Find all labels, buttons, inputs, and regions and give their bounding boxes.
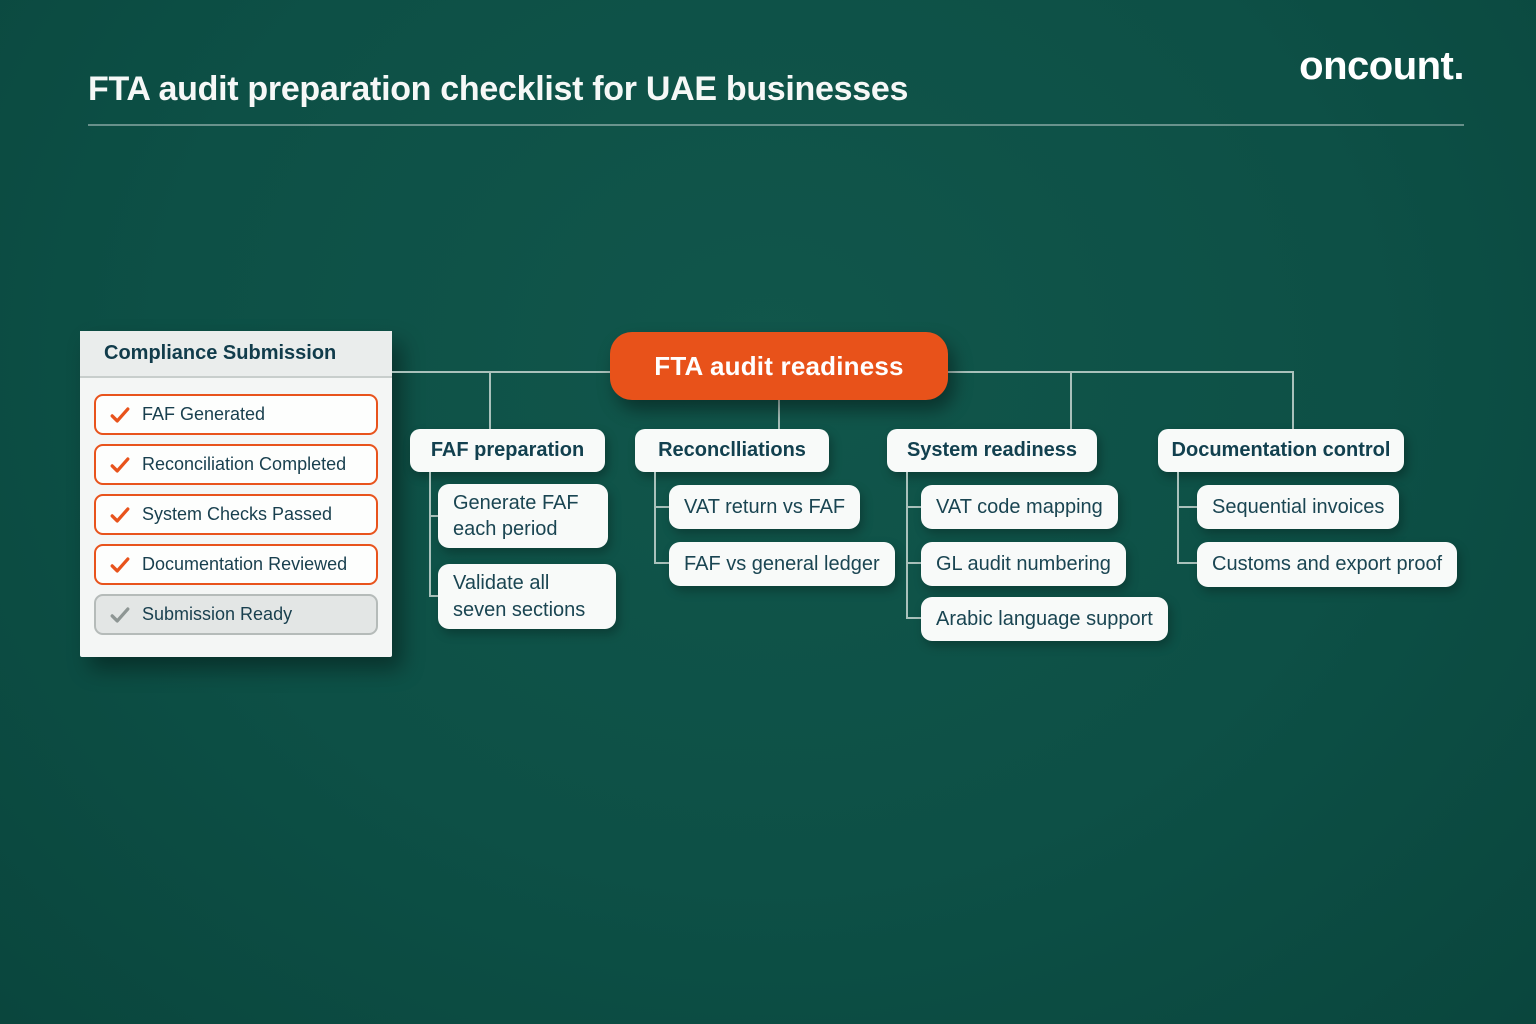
connector-branch1-stub2 xyxy=(429,595,439,597)
checklist-title: Compliance Submission xyxy=(104,342,337,364)
node-faf-vs-general-ledger: FAF vs general ledger xyxy=(669,542,895,586)
compliance-checklist-panel: Compliance Submission FAF Generated Reco… xyxy=(80,331,392,657)
check-icon xyxy=(110,506,130,523)
title-divider xyxy=(88,124,1464,126)
checklist-item-faf-generated: FAF Generated xyxy=(94,394,378,435)
checklist-item-documentation-reviewed: Documentation Reviewed xyxy=(94,544,378,585)
node-sequential-invoices: Sequential invoices xyxy=(1197,485,1400,529)
check-icon xyxy=(110,406,130,423)
root-node-fta-audit-readiness: FTA audit readiness xyxy=(610,332,948,400)
node-label: Sequential invoices xyxy=(1212,495,1385,518)
connector-branch4-stub2 xyxy=(1177,562,1199,564)
connector-branch3-stub1 xyxy=(906,506,922,508)
check-icon xyxy=(110,456,130,473)
checklist-list: FAF Generated Reconciliation Completed S… xyxy=(80,378,392,635)
checklist-item-system-checks-passed: System Checks Passed xyxy=(94,494,378,535)
root-node-label: FTA audit readiness xyxy=(654,350,904,381)
connector-branch1-spine xyxy=(429,472,431,596)
connector-branch1-stub1 xyxy=(429,515,439,517)
node-label: VAT code mapping xyxy=(936,495,1103,518)
connector-branch4-spine xyxy=(1177,472,1179,564)
node-customs-and-export-proof: Customs and export proof xyxy=(1197,542,1458,587)
connector-branch2-stub2 xyxy=(654,562,670,564)
connector-branch4-stub1 xyxy=(1177,506,1199,508)
node-vat-return-vs-faf: VAT return vs FAF xyxy=(669,485,861,529)
node-vat-code-mapping: VAT code mapping xyxy=(921,485,1118,529)
branch-label: FAF preparation xyxy=(430,439,585,461)
branch-label: Documentation control xyxy=(1171,439,1391,461)
checklist-item-label: System Checks Passed xyxy=(142,504,333,524)
brand-logo: oncount. xyxy=(1299,44,1464,88)
node-arabic-language-support: Arabic language support xyxy=(921,597,1168,641)
checklist-item-reconciliation-completed: Reconciliation Completed xyxy=(94,444,378,485)
node-gl-audit-numbering: GL audit numbering xyxy=(921,542,1126,586)
node-generate-faf-each-period: Generate FAF each period xyxy=(438,484,608,548)
connector-drop-branch4 xyxy=(1292,371,1294,429)
branch-header-documentation-control: Documentation control xyxy=(1158,429,1404,472)
page-title: FTA audit preparation checklist for UAE … xyxy=(88,70,909,108)
branch-header-reconciliations: Reconclliations xyxy=(635,429,829,472)
connector-branch3-stub2 xyxy=(906,562,922,564)
checklist-item-label: Documentation Reviewed xyxy=(142,554,348,574)
checklist-item-submission-ready: Submission Ready xyxy=(94,594,378,635)
connector-drop-branch1 xyxy=(489,371,491,429)
node-label: GL audit numbering xyxy=(936,552,1111,575)
connector-branch3-stub3 xyxy=(906,617,922,619)
connector-drop-branch2 xyxy=(778,400,780,429)
node-label: Customs and export proof xyxy=(1212,553,1443,576)
branch-header-system-readiness: System readiness xyxy=(887,429,1097,472)
checklist-item-label: Reconciliation Completed xyxy=(142,454,347,474)
branch-label: Reconclliations xyxy=(658,439,806,461)
connector-branch2-stub1 xyxy=(654,506,670,508)
connector-trunk-left xyxy=(392,371,610,373)
branch-header-faf-preparation: FAF preparation xyxy=(410,429,605,472)
node-validate-all-seven-sections: Validate all seven sections xyxy=(438,564,616,629)
check-icon xyxy=(110,556,130,573)
connector-trunk-right xyxy=(948,371,1294,373)
checklist-item-label: Submission Ready xyxy=(142,604,293,624)
check-icon xyxy=(110,606,130,623)
branch-label: System readiness xyxy=(906,439,1078,461)
node-label: FAF vs general ledger xyxy=(684,552,880,575)
connector-drop-branch3 xyxy=(1070,371,1072,429)
checklist-header: Compliance Submission xyxy=(80,331,392,378)
node-label: Validate all seven sections xyxy=(453,572,586,621)
connector-branch3-spine xyxy=(906,472,908,619)
node-label: Arabic language support xyxy=(936,607,1153,630)
node-label: Generate FAF each period xyxy=(453,491,579,540)
connector-branch2-spine xyxy=(654,472,656,564)
node-label: VAT return vs FAF xyxy=(684,495,846,518)
checklist-item-label: FAF Generated xyxy=(142,404,266,424)
